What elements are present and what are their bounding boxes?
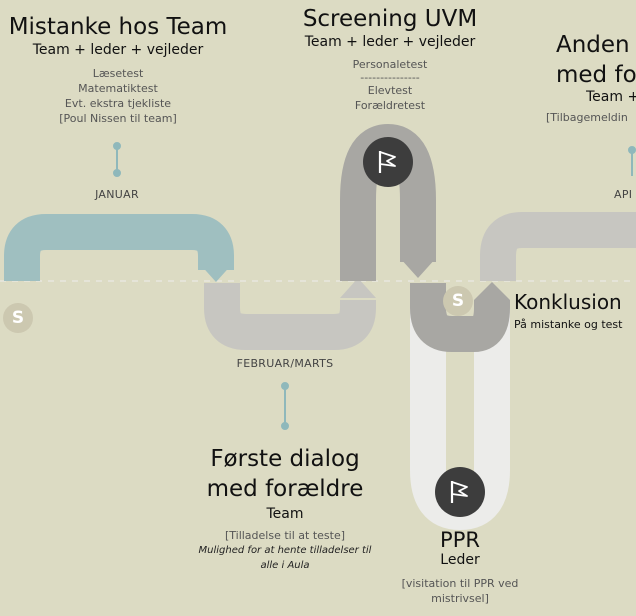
stage-anden-subtitle: Team +: [586, 89, 636, 105]
pin-april: [628, 146, 636, 176]
stage-note-line1: [visitation til PPR ved: [401, 577, 519, 590]
stage-subtitle: Team + leder + vejleder: [304, 34, 476, 50]
stage-line: Matematiktest: [78, 82, 158, 95]
stage-title-line1: Første dialog: [210, 446, 360, 472]
month-label-februar: FEBRUAR/MARTS: [236, 357, 334, 370]
conclusion-badge: S: [443, 286, 473, 316]
stage-italic-line1: Mulighed for at hente tilladelser til: [198, 545, 372, 556]
track-segment-teal: [4, 214, 234, 281]
stage-italic-line2: alle i Aula: [260, 560, 310, 571]
stage-note-line2: mistrivsel]: [431, 592, 489, 605]
arrow-grey-valley: [340, 278, 376, 298]
flag-icon-screening: [363, 137, 413, 187]
stage-title-line1: Anden: [556, 32, 630, 58]
stage-line: Læsetest: [92, 67, 144, 80]
stage-ppr: PPR Leder [visitation til PPR ved mistri…: [380, 528, 540, 606]
stage-separator: ---------------: [360, 71, 420, 84]
stage-subtitle: Team: [266, 506, 304, 522]
stage-title: Mistanke hos Team: [8, 14, 228, 40]
stage-line: Personaletest: [352, 58, 428, 71]
stage-anden: Anden med fo: [556, 30, 636, 90]
track-segment-right: [480, 212, 636, 281]
stage-subtitle: På mistanke og test: [514, 318, 623, 331]
stage-mistanke: Mistanke hos Team Team + leder + vejlede…: [0, 14, 236, 126]
stage-line: Evt. ekstra tjekliste: [64, 97, 172, 110]
stage-screening: Screening UVM Team + leder + vejleder Pe…: [280, 6, 500, 113]
pin-januar: [113, 142, 121, 177]
stage-title: PPR: [440, 528, 480, 552]
stage-line: Forældretest: [354, 99, 426, 112]
track-segment-grey-valley: [204, 283, 376, 350]
month-label-januar: JANUAR: [95, 188, 139, 201]
stage-subtitle: Leder: [440, 552, 480, 568]
flag-icon: [450, 481, 468, 503]
flag-icon-ppr: [435, 467, 485, 517]
track-segment-conclusion: [410, 283, 510, 352]
stage-title-line2: med forældre: [206, 476, 364, 502]
stage-anden-note: [Tilbagemeldin: [546, 111, 628, 124]
arrow-screening: [400, 258, 436, 278]
stage-dialog: Første dialog med forældre Team [Tillade…: [170, 444, 400, 573]
stage-line: Elevtest: [367, 84, 413, 97]
stage-title-line2: med fo: [556, 62, 636, 88]
pin-februar: [281, 382, 289, 430]
stage-note: [Tilladelse til at teste]: [224, 529, 346, 542]
stage-konklusion: Konklusion På mistanke og test: [514, 290, 622, 331]
stage-line: [Poul Nissen til team]: [59, 112, 177, 125]
month-label-april: API: [614, 188, 633, 201]
arrow-conclusion: [474, 282, 510, 300]
stage-title: Konklusion: [514, 290, 622, 314]
flag-icon: [378, 151, 396, 173]
stage-title: Screening UVM: [302, 6, 478, 32]
start-badge: S: [3, 303, 33, 333]
stage-subtitle: Team + leder + vejleder: [32, 42, 204, 58]
arrow-teal: [198, 262, 234, 282]
